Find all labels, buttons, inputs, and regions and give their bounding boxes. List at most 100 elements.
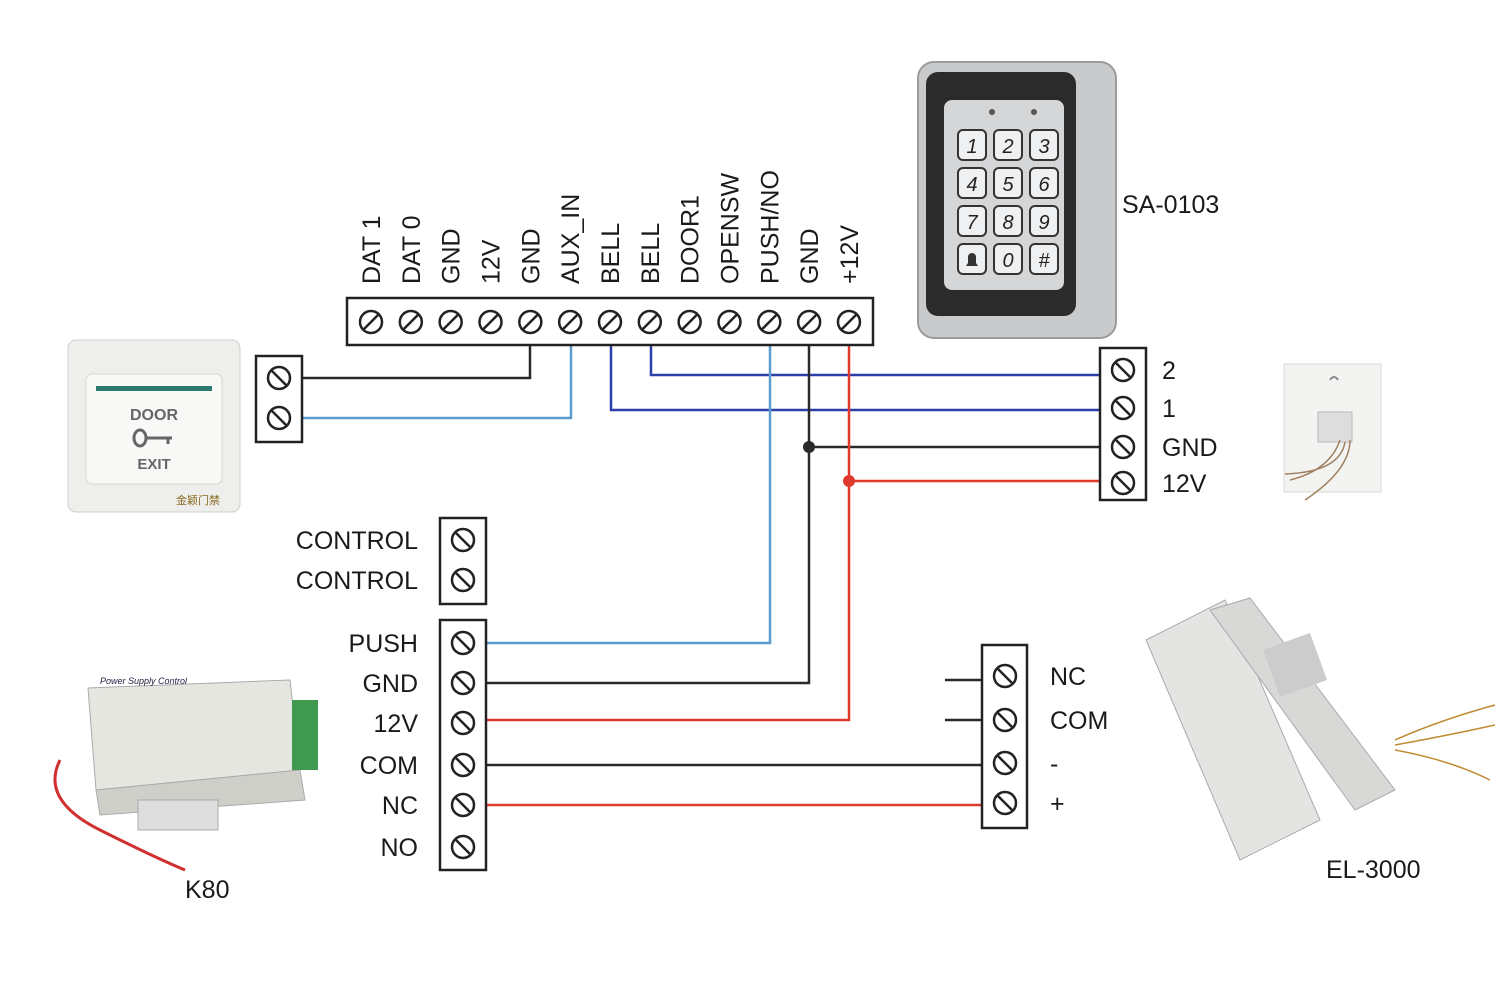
doorbell-image (1283, 363, 1382, 501)
screw-terminal-icon (597, 309, 623, 335)
junction-12v (843, 475, 855, 487)
screw-terminal-icon (1110, 434, 1136, 460)
controller-terminal-label: 12V (477, 239, 505, 284)
screw-terminal-icon (677, 309, 702, 335)
terminal-label: GND (1162, 434, 1218, 462)
power-supply-image: Power Supply Control (53, 676, 318, 872)
controller-terminal-label: AUX_IN (557, 194, 585, 284)
screw-terminal-icon (266, 405, 292, 431)
psu-case-text: Power Supply Control (100, 676, 188, 686)
svg-text:3: 3 (1038, 136, 1049, 158)
screw-terminal-icon (518, 309, 543, 335)
svg-text:5: 5 (1002, 174, 1014, 196)
terminal-label: 1 (1162, 395, 1176, 423)
wire-gnd-exit (303, 345, 532, 380)
screw-terminal-icon (836, 309, 862, 335)
screw-terminal-icon (478, 309, 503, 335)
wire-push (487, 345, 772, 645)
screw-terminal-icon (450, 752, 476, 778)
screw-terminal-icon (1110, 357, 1136, 383)
controller-terminal-label: +12V (836, 225, 864, 284)
svg-text:0: 0 (1002, 250, 1013, 272)
terminal-label: NO (381, 834, 419, 862)
terminal-label: CONTROL (296, 567, 418, 595)
screw-terminal-icon (358, 309, 384, 335)
controller-terminal-label: DAT 1 (358, 215, 386, 284)
keypad-model-label: SA-0103 (1122, 191, 1219, 219)
keypad-key: 4 (957, 167, 987, 199)
lock-model-label: EL-3000 (1326, 856, 1421, 884)
controller-terminal-label: DOOR1 (677, 195, 705, 284)
exit-button-terminal-block (254, 354, 304, 444)
wire-bell1 (609, 345, 1100, 412)
junction-gnd (803, 441, 815, 453)
terminal-label: CONTROL (296, 527, 418, 555)
screw-terminal-icon (266, 365, 292, 391)
svg-text:7: 7 (966, 212, 978, 234)
terminal-label: - (1050, 750, 1058, 778)
controller-terminal-block (345, 296, 875, 347)
screw-terminal-icon (438, 309, 463, 335)
svg-text:1: 1 (966, 136, 977, 158)
terminal-label: 12V (374, 710, 419, 738)
psu-model-label: K80 (185, 876, 229, 904)
terminal-label: GND (362, 670, 418, 698)
keypad-key (957, 243, 987, 275)
screw-terminal-icon (1110, 395, 1136, 421)
screw-terminal-icon (450, 630, 476, 656)
terminal-label: 12V (1162, 470, 1207, 498)
screw-terminal-icon (1110, 470, 1136, 496)
controller-terminal-label: PUSH/NO (756, 170, 784, 284)
screw-terminal-icon (450, 710, 476, 736)
controller-terminal-label: GND (796, 228, 824, 284)
keypad-key: 6 (1029, 167, 1059, 199)
terminal-label: NC (382, 792, 418, 820)
keypad-key: 3 (1029, 129, 1059, 161)
controller-terminal-label: GND (517, 228, 545, 284)
wire-gnd-psu (487, 345, 811, 685)
lock-image (1145, 597, 1496, 861)
terminal-label: PUSH (349, 630, 418, 658)
screw-terminal-icon (992, 707, 1018, 733)
bell-icon (966, 253, 978, 266)
screw-terminal-icon (992, 790, 1018, 816)
screw-terminal-icon (450, 670, 476, 696)
screw-terminal-icon (450, 834, 476, 860)
wire-bell2 (649, 345, 1100, 377)
controller-terminal-label: BELL (597, 223, 625, 284)
psu-control-terminal-block: CONTROL CONTROL (296, 516, 488, 606)
controller-terminal-label: BELL (637, 223, 665, 284)
screw-terminal-icon (757, 309, 782, 335)
keypad-key: 7 (957, 205, 987, 237)
keypad-key: # (1029, 243, 1059, 275)
keypad-key: 9 (1029, 205, 1059, 237)
terminal-label: 2 (1162, 357, 1176, 385)
terminal-label: + (1050, 790, 1065, 818)
screw-terminal-icon (398, 309, 424, 335)
svg-text:2: 2 (1001, 136, 1013, 158)
psu-terminal-block: PUSH GND 12V COM NC NO (349, 618, 488, 872)
screw-terminal-icon (992, 663, 1018, 689)
controller-terminal-labels: DAT 1 DAT 0 GND 12V GND AUX_IN BELL BELL DOOR1 OP… (358, 170, 864, 284)
terminal-label: COM (360, 752, 418, 780)
screw-terminal-icon (450, 527, 476, 553)
wire-12v-psu (487, 345, 851, 722)
screw-terminal-icon (796, 309, 822, 335)
svg-text:#: # (1038, 250, 1050, 272)
screw-terminal-icon (992, 750, 1018, 776)
screw-terminal-icon (450, 792, 476, 818)
exit-button-door-text: DOOR (130, 407, 178, 424)
key-icon (132, 428, 172, 448)
screw-terminal-icon (717, 309, 742, 335)
controller-terminal-label: OPENSW (716, 172, 744, 284)
screw-terminal-icon (557, 309, 583, 335)
terminal-label: NC (1050, 663, 1086, 691)
controller-terminal-label: DAT 0 (398, 215, 426, 284)
exit-button-exit-text: EXIT (137, 456, 170, 473)
